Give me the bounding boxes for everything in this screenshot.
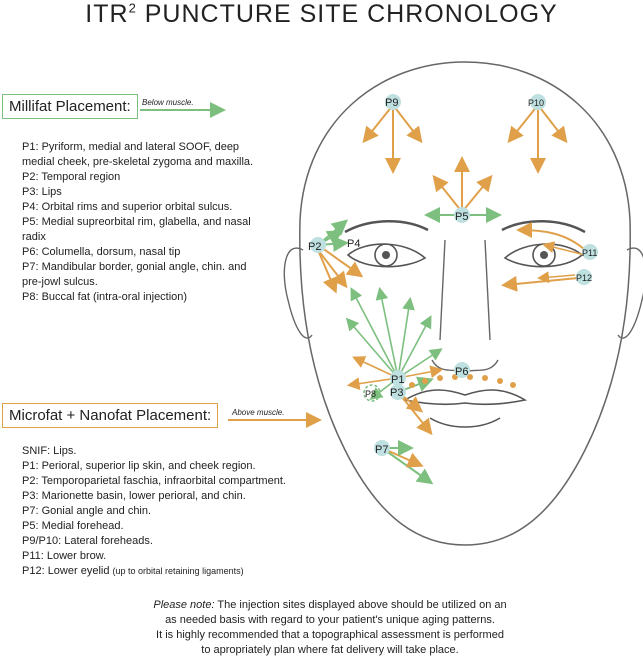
footer-note: Please note: The injection sites display… [153,599,507,656]
millifat-heading: Millifat Placement: [2,94,138,119]
point-dots [310,94,598,456]
list-item: P3: Lips [22,186,62,198]
left-brow [344,220,429,234]
label-p9: P9 [385,97,398,109]
list-item: P7: Mandibular border, gonial angle, chi… [22,261,247,288]
p7-arrows [381,440,434,485]
list-item: P8: Buccal fat (intra-oral injection) [22,291,188,303]
label-p6: P6 [455,366,468,378]
list-item: P1: Perioral, superior lip skin, and che… [22,460,256,472]
lip-dots [409,374,516,388]
microfat-note: Above muscle. [232,408,285,417]
millifat-list: P1: Pyriform, medial and lateral SOOF, d… [22,140,267,305]
label-p12: P12 [576,273,592,283]
list-item: SNIF: Lips. [22,445,77,457]
page-title: ITR2 PUNCTURE SITE CHRONOLOGY [85,0,558,28]
p12-arrow-2 [537,271,576,284]
microfat-heading: Microfat + Nanofat Placement: [2,403,219,428]
right-ear [617,247,643,339]
note-label: Please note: [153,599,215,611]
label-p7: P7 [375,444,388,456]
list-item: P2: Temporoparietal faschia, infraorbita… [22,475,286,487]
label-p8: P8 [365,389,376,399]
mouth [402,389,528,428]
label-p10: P10 [528,98,544,108]
list-item: P9/P10: Lateral foreheads. [22,535,153,547]
left-eye [346,243,427,268]
list-item: P2: Temporal region [22,171,121,183]
microfat-list: SNIF: Lips. P1: Perioral, superior lip s… [22,444,322,579]
list-item: P3: Marionette basin, lower perioral, an… [22,490,246,502]
list-item: P5: Medial supreorbital rim, glabella, a… [22,216,251,243]
p10-arrows [507,104,568,174]
list-item: P5: Medial forehead. [22,520,124,532]
p8-dot [363,384,381,402]
p5-arrows [424,156,502,223]
list-item: P4: Orbital rims and superior orbital su… [22,201,233,213]
p9-arrows [362,104,423,174]
label-p11: P11 [582,248,597,258]
label-p1: P1 [391,374,404,386]
face-outline [299,61,631,546]
p12-arrow [501,275,579,292]
p1-arrows [345,286,444,400]
list-item: P1: Pyriform, medial and lateral SOOF, d… [22,141,254,168]
p11-arrow [516,222,586,251]
p2-arrows [317,219,364,294]
nose [431,239,499,373]
p11-arrow-2 [542,241,586,256]
list-item: P6: Columella, dorsum, nasal tip [22,246,181,258]
millifat-note: Below muscle. [142,98,194,107]
list-item: P12: Lower eyelid (up to orbital retaini… [22,565,244,577]
right-brow [501,220,586,234]
label-p3: P3 [390,387,403,399]
label-p4: P4 [347,238,360,250]
label-p5: P5 [455,211,468,223]
label-p2: P2 [308,241,321,253]
list-item: P11: Lower brow. [22,550,107,562]
list-item: P7: Gonial angle and chin. [22,505,152,517]
left-ear [283,247,313,339]
